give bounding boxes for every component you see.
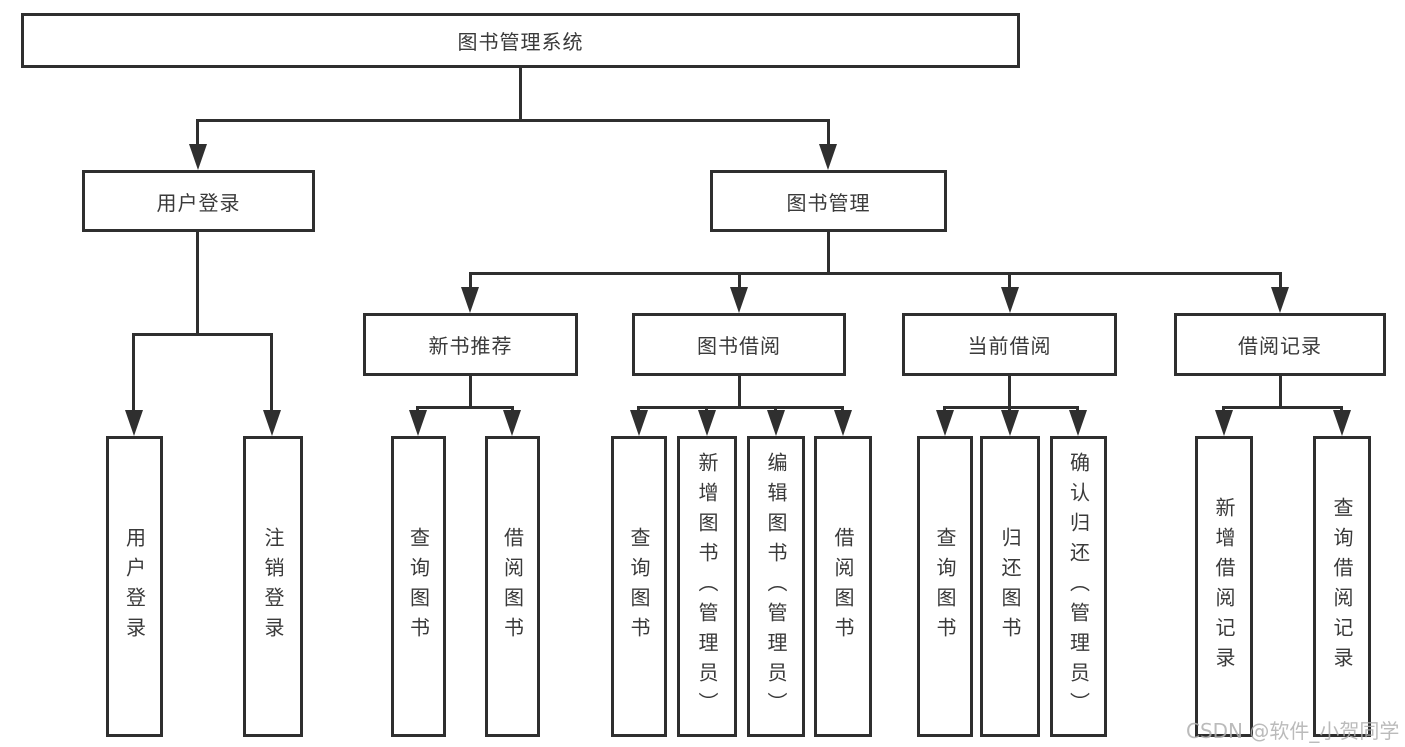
arrowhead-down-icon <box>1333 410 1351 436</box>
leaf-borrow-books-recommendation: 借阅图书 <box>485 436 540 737</box>
leaf-confirm-return-admin: 确认归还（管理员） <box>1050 436 1107 737</box>
arrowhead-down-icon <box>125 410 143 436</box>
connector-stem <box>1008 375 1011 409</box>
arrowhead-down-icon <box>1001 410 1019 436</box>
node-current-borrowing: 当前借阅 <box>902 313 1117 376</box>
connector-stem <box>196 231 199 336</box>
node-label: 注销登录 <box>261 526 285 647</box>
arrowhead-down-icon <box>1001 287 1019 313</box>
leaf-add-books-admin: 新增图书（管理员） <box>677 436 737 737</box>
node-label: 图书管理系统 <box>457 30 584 54</box>
connector-stem <box>1008 272 1011 290</box>
connector-level2-bar <box>197 119 830 122</box>
node-label: 确认归还（管理员） <box>1066 451 1091 722</box>
node-book-borrowing: 图书借阅 <box>632 313 846 376</box>
node-label: 图书管理 <box>786 190 871 215</box>
connector-bar <box>944 406 1079 409</box>
node-label: 查询图书 <box>933 526 957 647</box>
connector-bar <box>638 406 844 409</box>
leaf-user-login: 用户登录 <box>106 436 163 737</box>
connector-bar <box>1223 406 1343 409</box>
connector-stem <box>1279 272 1282 290</box>
node-new-book-recommendation: 新书推荐 <box>363 313 578 376</box>
arrowhead-down-icon <box>263 410 281 436</box>
node-label: 查询图书 <box>406 526 431 647</box>
leaf-edit-books-admin: 编辑图书（管理员） <box>747 436 805 737</box>
node-label: 归还图书 <box>998 526 1022 647</box>
arrowhead-down-icon <box>1069 410 1087 436</box>
leaf-add-borrow-record: 新增借阅记录 <box>1195 436 1253 737</box>
connector-stem <box>827 119 830 147</box>
connector-level3-bar <box>469 272 1281 275</box>
arrowhead-down-icon <box>189 144 207 170</box>
leaf-query-borrow-records: 查询借阅记录 <box>1313 436 1371 737</box>
leaf-query-books-recommendation: 查询图书 <box>391 436 446 737</box>
connector-stem <box>738 375 741 409</box>
arrowhead-down-icon <box>1215 410 1233 436</box>
connector-bar <box>133 333 273 336</box>
arrowhead-down-icon <box>630 410 648 436</box>
node-label: 当前借阅 <box>967 334 1052 358</box>
arrowhead-down-icon <box>698 410 716 436</box>
connector-stem <box>132 333 135 411</box>
connector-root-stem <box>519 67 522 122</box>
arrowhead-down-icon <box>503 410 521 436</box>
connector-stem <box>738 272 741 290</box>
arrowhead-down-icon <box>767 410 785 436</box>
connector-stem <box>827 231 830 275</box>
node-library-management-system: 图书管理系统 <box>21 13 1020 68</box>
leaf-return-books: 归还图书 <box>980 436 1040 737</box>
arrowhead-down-icon <box>834 410 852 436</box>
arrowhead-down-icon <box>409 410 427 436</box>
connector-stem <box>1279 375 1282 409</box>
node-label: 新书推荐 <box>428 334 513 358</box>
node-label: 编辑图书（管理员） <box>764 451 788 722</box>
connector-stem <box>469 375 472 409</box>
connector-stem <box>469 272 472 290</box>
node-label: 新增图书（管理员） <box>695 451 719 722</box>
node-label: 借阅图书 <box>500 526 525 647</box>
node-user-login: 用户登录 <box>82 170 315 232</box>
node-label: 图书借阅 <box>697 334 781 358</box>
connector-stem <box>270 333 273 411</box>
arrowhead-down-icon <box>1271 287 1289 313</box>
csdn-watermark: CSDN @软件_小贺同学 <box>1186 719 1400 743</box>
node-label: 借阅记录 <box>1238 334 1322 358</box>
node-label: 用户登录 <box>122 526 147 647</box>
node-label: 查询借阅记录 <box>1330 496 1354 677</box>
arrowhead-down-icon <box>936 410 954 436</box>
connector-stem <box>196 119 199 147</box>
arrowhead-down-icon <box>819 144 837 170</box>
leaf-borrow-books: 借阅图书 <box>814 436 872 737</box>
node-label: 新增借阅记录 <box>1212 496 1236 677</box>
leaf-query-books-borrowing: 查询图书 <box>611 436 667 737</box>
node-label: 借阅图书 <box>831 526 855 647</box>
node-label: 用户登录 <box>156 190 241 215</box>
connector-bar <box>417 406 513 409</box>
node-label: 查询图书 <box>627 526 651 647</box>
arrowhead-down-icon <box>461 287 479 313</box>
leaf-logout: 注销登录 <box>243 436 303 737</box>
arrowhead-down-icon <box>730 287 748 313</box>
node-borrowing-records: 借阅记录 <box>1174 313 1386 376</box>
node-book-management: 图书管理 <box>710 170 947 232</box>
leaf-query-books-current: 查询图书 <box>917 436 973 737</box>
